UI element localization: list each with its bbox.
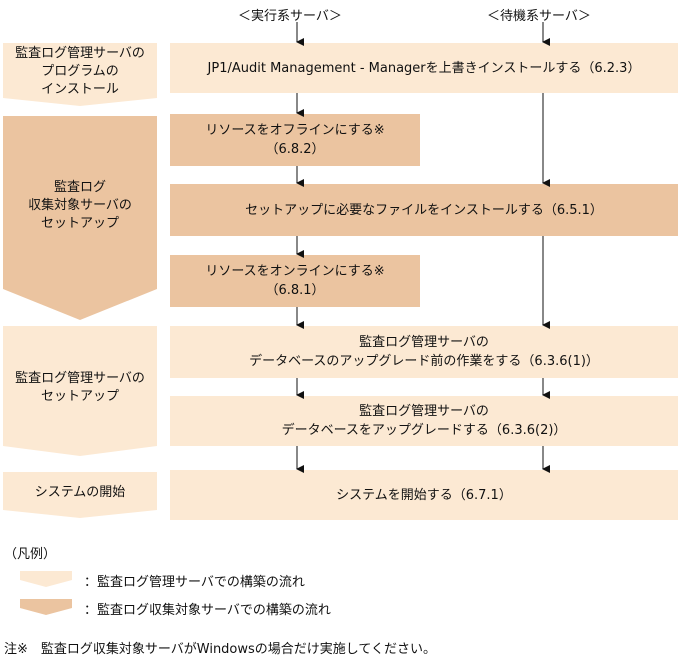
standby-server-header: ＜待機系サーバ＞ bbox=[487, 9, 591, 24]
step-db-upgrade: 監査ログ管理サーバの データベースをアップグレードする（6.3.6(2)） bbox=[170, 396, 678, 446]
stage-label-system-start: システムの開始 bbox=[34, 485, 126, 500]
step-start-system-text: システムを開始する（6.7.1） bbox=[336, 487, 512, 503]
step-resource-offline-text: リソースをオフラインにする※ bbox=[205, 123, 385, 138]
step-resource-offline-section: （6.8.2） bbox=[265, 142, 325, 157]
step-resource-online-section: （6.8.1） bbox=[265, 283, 325, 298]
step-db-upgrade-line2: データベースをアップグレードする（6.3.6(2)） bbox=[281, 423, 567, 438]
legend-collector-label: ：監査ログ収集対象サーバでの構築の流れ bbox=[84, 603, 331, 618]
step-install-files-text: セットアップに必要なファイルをインストールする（6.5.1） bbox=[245, 202, 603, 218]
step-db-upgrade-line1: 監査ログ管理サーバの bbox=[359, 404, 489, 419]
step-resource-online-text: リソースをオンラインにする※ bbox=[205, 264, 385, 279]
stage-shape-collector-setup bbox=[3, 116, 157, 320]
legend-manager-label: ：監査ログ管理サーバでの構築の流れ bbox=[84, 575, 305, 590]
active-server-header: ＜実行系サーバ＞ bbox=[238, 9, 342, 24]
step-resource-offline: リソースをオフラインにする※ （6.8.2） bbox=[170, 114, 420, 166]
step-install-files: セットアップに必要なファイルをインストールする（6.5.1） bbox=[170, 184, 678, 236]
step-install-manager: JP1/Audit Management - Managerを上書きインストール… bbox=[170, 43, 678, 93]
step-install-manager-text: JP1/Audit Management - Managerを上書きインストール… bbox=[207, 60, 641, 76]
step-db-prep: 監査ログ管理サーバの データベースのアップグレード前の作業をする（6.3.6(1… bbox=[170, 326, 678, 378]
stage-shape-manager-install bbox=[3, 43, 157, 106]
stage-label-collector-setup: 監査ログ 収集対象サーバの セットアップ bbox=[28, 180, 132, 231]
step-resource-online: リソースをオンラインにする※ （6.8.1） bbox=[170, 255, 420, 307]
step-db-prep-line2: データベースのアップグレード前の作業をする（6.3.6(1)） bbox=[249, 354, 599, 369]
step-start-system: システムを開始する（6.7.1） bbox=[170, 470, 678, 520]
legend-collector-shape bbox=[20, 599, 72, 615]
step-db-prep-line1: 監査ログ管理サーバの bbox=[359, 335, 489, 350]
stage-label-manager-install: 監査ログ管理サーバの プログラムの インストール bbox=[15, 46, 145, 97]
stage-shape-system-start bbox=[3, 472, 157, 518]
legend-title: （凡例） bbox=[4, 547, 57, 562]
stage-shape-manager-setup bbox=[3, 326, 157, 456]
footnote: 注※ 監査ログ収集対象サーバがWindowsの場合だけ実施してください。 bbox=[4, 642, 437, 657]
legend-manager-shape bbox=[20, 571, 72, 587]
stage-label-manager-setup: 監査ログ管理サーバの セットアップ bbox=[15, 371, 145, 404]
